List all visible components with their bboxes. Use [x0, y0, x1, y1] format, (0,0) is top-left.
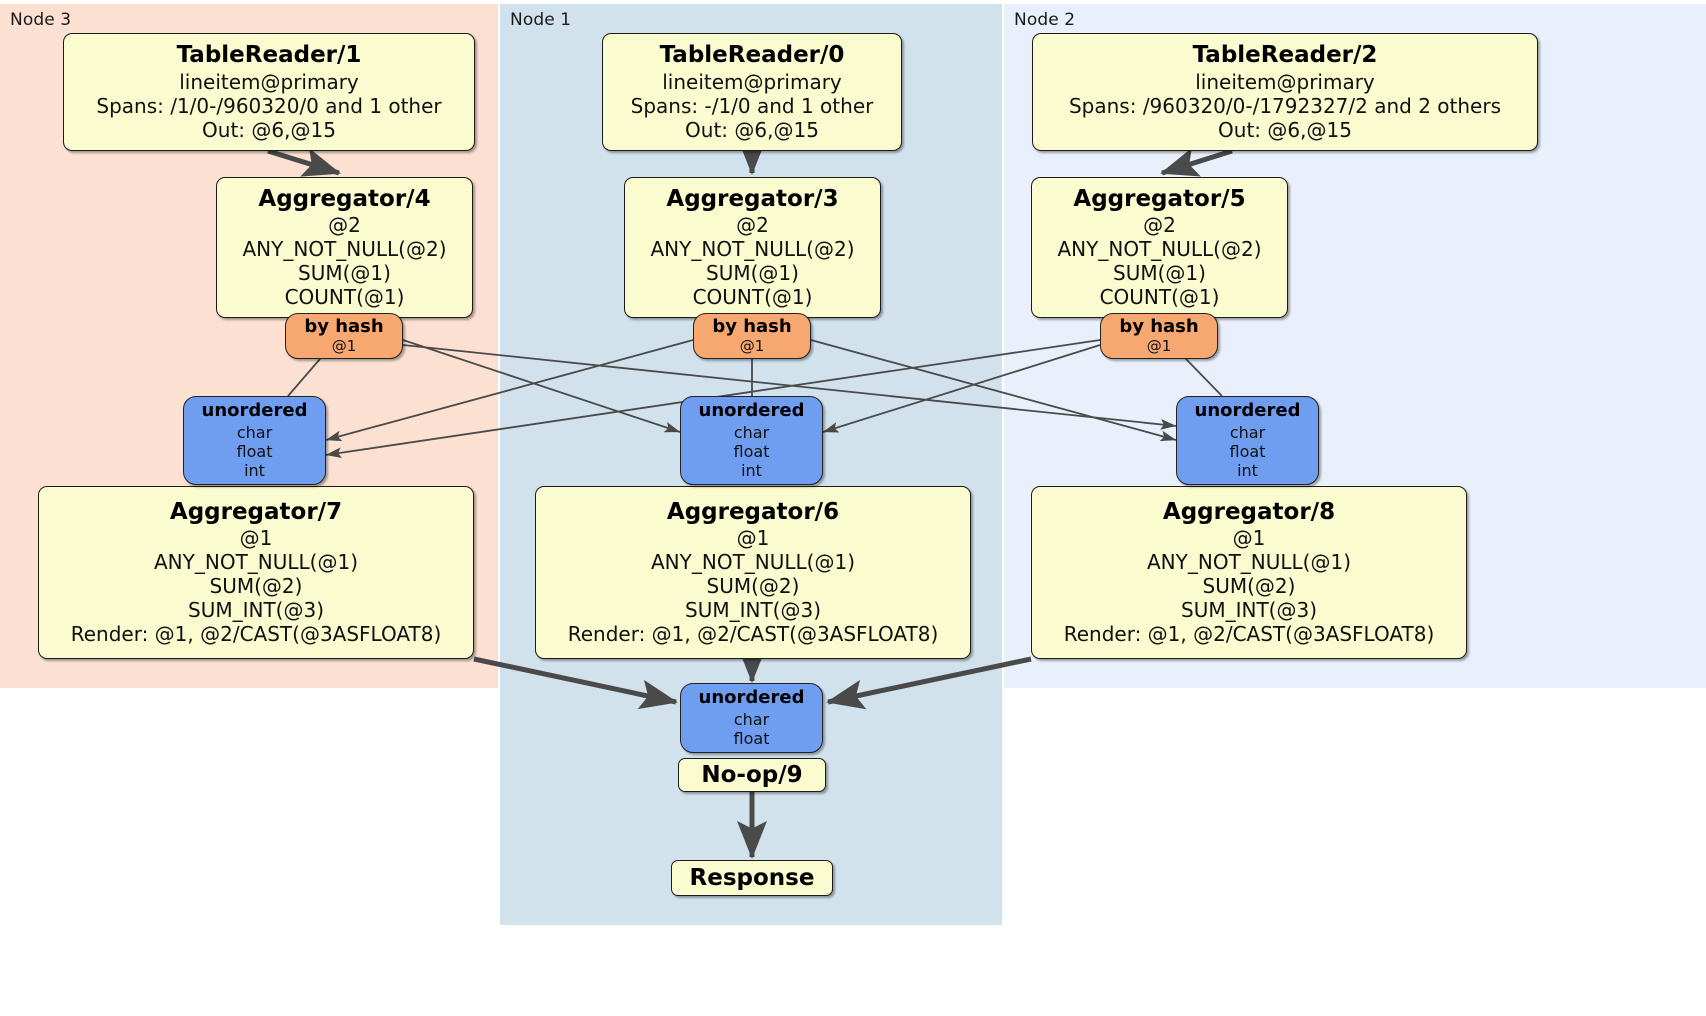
table-reader-1-line-1: Spans: /1/0-/960320/0 and 1 other: [96, 93, 442, 118]
by-hash-aggregator-5-title: by hash: [1119, 315, 1199, 337]
aggregator-7-line-0: @1: [239, 526, 273, 551]
aggregator-8-line-2: SUM(@2): [1202, 574, 1296, 599]
aggregator-7-line-2: SUM(@2): [209, 574, 303, 599]
aggregator-6-line-0: @1: [736, 526, 770, 551]
aggregator-6-line-1: ANY_NOT_NULL(@1): [651, 550, 855, 575]
aggregator-4-line-1: ANY_NOT_NULL(@2): [242, 237, 447, 262]
unordered-input-aggregator-6-type-2: int: [741, 461, 762, 481]
unordered-input-aggregator-8-type-1: float: [1229, 441, 1266, 461]
aggregator-7-line-3: SUM_INT(@3): [188, 598, 324, 623]
aggregator-8-line-4: Render: @1, @2/CAST(@3ASFLOAT8): [1063, 622, 1435, 647]
response-title: Response: [689, 864, 815, 891]
by-hash-aggregator-5-column: @1: [1146, 337, 1172, 356]
aggregator-8-title: Aggregator/8: [1162, 498, 1336, 525]
aggregator-5-line-2: SUM(@1): [1113, 261, 1206, 286]
unordered-input-aggregator-8-type-0: char: [1229, 422, 1266, 442]
table-reader-2-line-2: Out: @6,@15: [1218, 117, 1352, 142]
aggregator-3-line-3: COUNT(@1): [692, 285, 813, 310]
aggregator-7-title: Aggregator/7: [169, 498, 343, 525]
aggregator-7-line-4: Render: @1, @2/CAST(@3ASFLOAT8): [70, 622, 442, 647]
by-hash-aggregator-4[interactable]: by hash@1: [285, 313, 403, 359]
aggregator-3-line-1: ANY_NOT_NULL(@2): [650, 237, 855, 262]
unordered-input-aggregator-7-type-0: char: [236, 422, 273, 442]
unordered-input-aggregator-8-type-2: int: [1237, 461, 1258, 481]
table-reader-2-title: TableReader/2: [1192, 42, 1378, 69]
aggregator-6-line-2: SUM(@2): [706, 574, 800, 599]
aggregator-4-title: Aggregator/4: [258, 185, 431, 212]
aggregator-6-title: Aggregator/6: [666, 498, 840, 525]
unordered-input-no-op-9-type-1: float: [733, 728, 770, 748]
table-reader-0-line-1: Spans: -/1/0 and 1 other: [630, 93, 874, 118]
aggregator-4-line-0: @2: [328, 213, 361, 238]
table-reader-1-line-2: Out: @6,@15: [202, 117, 336, 142]
aggregator-5-line-1: ANY_NOT_NULL(@2): [1057, 237, 1262, 262]
panel-label-node3: Node 3: [10, 10, 72, 30]
unordered-input-aggregator-7-type-2: int: [244, 461, 265, 481]
aggregator-4-line-2: SUM(@1): [298, 261, 391, 286]
aggregator-5-line-0: @2: [1143, 213, 1176, 238]
panel-label-node2: Node 2: [1014, 10, 1076, 30]
aggregator-8-line-0: @1: [1232, 526, 1266, 551]
unordered-input-aggregator-8-title: unordered: [1194, 399, 1301, 421]
aggregator-5-line-3: COUNT(@1): [1099, 285, 1220, 310]
unordered-input-aggregator-7-title: unordered: [201, 399, 308, 421]
aggregator-8-line-1: ANY_NOT_NULL(@1): [1147, 550, 1351, 575]
unordered-input-aggregator-7-type-1: float: [236, 441, 273, 461]
aggregator-4-line-3: COUNT(@1): [284, 285, 405, 310]
table-reader-1-title: TableReader/1: [176, 42, 362, 69]
table-reader-2-line-1: Spans: /960320/0-/1792327/2 and 2 others: [1068, 93, 1501, 118]
aggregator-3-line-2: SUM(@1): [706, 261, 799, 286]
aggregator-3-title: Aggregator/3: [666, 185, 839, 212]
unordered-input-aggregator-6-type-0: char: [733, 422, 770, 442]
aggregator-5-title: Aggregator/5: [1073, 185, 1246, 212]
by-hash-aggregator-4-column: @1: [331, 337, 357, 356]
unordered-input-no-op-9-type-0: char: [733, 709, 770, 729]
table-reader-0-line-0: lineitem@primary: [662, 69, 842, 94]
aggregator-7-line-1: ANY_NOT_NULL(@1): [154, 550, 358, 575]
unordered-input-aggregator-6-title: unordered: [698, 399, 805, 421]
table-reader-0-title: TableReader/0: [659, 42, 845, 69]
no-op-9[interactable]: No-op/9: [678, 758, 826, 792]
unordered-input-no-op-9-title: unordered: [698, 686, 805, 708]
by-hash-aggregator-4-title: by hash: [304, 315, 384, 337]
table-reader-1-line-0: lineitem@primary: [179, 69, 359, 94]
aggregator-8-line-3: SUM_INT(@3): [1181, 598, 1317, 623]
panel-label-node1: Node 1: [510, 10, 572, 30]
table-reader-2-line-0: lineitem@primary: [1195, 69, 1375, 94]
unordered-input-aggregator-6-type-1: float: [733, 441, 770, 461]
response[interactable]: Response: [671, 860, 833, 896]
by-hash-aggregator-3[interactable]: by hash@1: [693, 313, 811, 359]
aggregator-6-line-3: SUM_INT(@3): [685, 598, 821, 623]
by-hash-aggregator-3-title: by hash: [712, 315, 792, 337]
no-op-9-title: No-op/9: [701, 761, 803, 788]
by-hash-aggregator-5[interactable]: by hash@1: [1100, 313, 1218, 359]
by-hash-aggregator-3-column: @1: [739, 337, 765, 356]
aggregator-6-line-4: Render: @1, @2/CAST(@3ASFLOAT8): [567, 622, 939, 647]
table-reader-0-line-2: Out: @6,@15: [685, 117, 819, 142]
aggregator-3-line-0: @2: [736, 213, 769, 238]
